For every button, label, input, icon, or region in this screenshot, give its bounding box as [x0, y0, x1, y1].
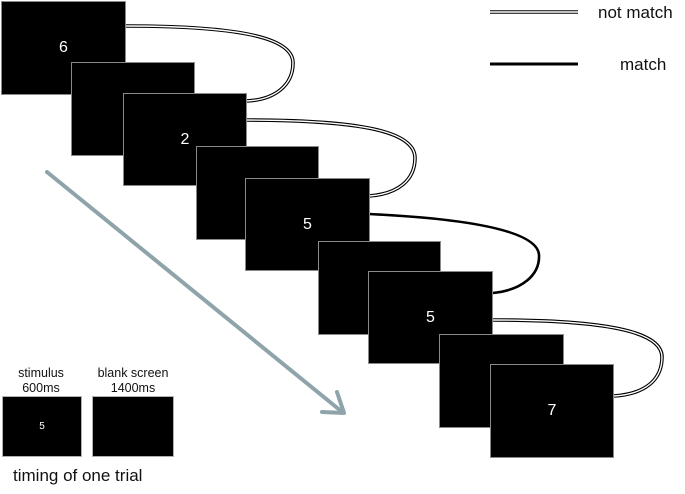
stimulus-caption: stimulus 600ms — [0, 366, 82, 396]
screen-digit: 6 — [59, 39, 68, 56]
comparison-not-match-1 — [124, 24, 295, 103]
sequence-screen-9: 7 — [490, 364, 614, 458]
time-arrow-head — [320, 390, 346, 415]
legend-match-label: match — [620, 55, 667, 74]
comparison-not-match-2 — [245, 118, 417, 198]
blank-caption: blank screen 1400ms — [85, 366, 181, 396]
screen-digit: 2 — [180, 130, 190, 148]
screen-digit: 5 — [303, 215, 312, 233]
comparison-not-match-3 — [492, 318, 664, 398]
screen-digit: 5 — [426, 308, 435, 326]
trial-timing-title: timing of one trial — [13, 466, 143, 485]
stimulus-duration: 600ms — [22, 381, 60, 395]
blank-duration: 1400ms — [110, 381, 156, 395]
screen-digit: 7 — [547, 402, 557, 419]
stimulus-label: stimulus — [18, 366, 64, 380]
legend-not-match-label: not match — [598, 3, 673, 22]
blank-label: blank screen — [97, 366, 169, 380]
comparison-match — [368, 212, 541, 295]
stimulus-example-digit: 5 — [39, 421, 45, 432]
blank-example-screen — [92, 396, 174, 457]
time-arrow — [45, 170, 343, 413]
stimulus-example-screen: 5 — [2, 396, 82, 457]
